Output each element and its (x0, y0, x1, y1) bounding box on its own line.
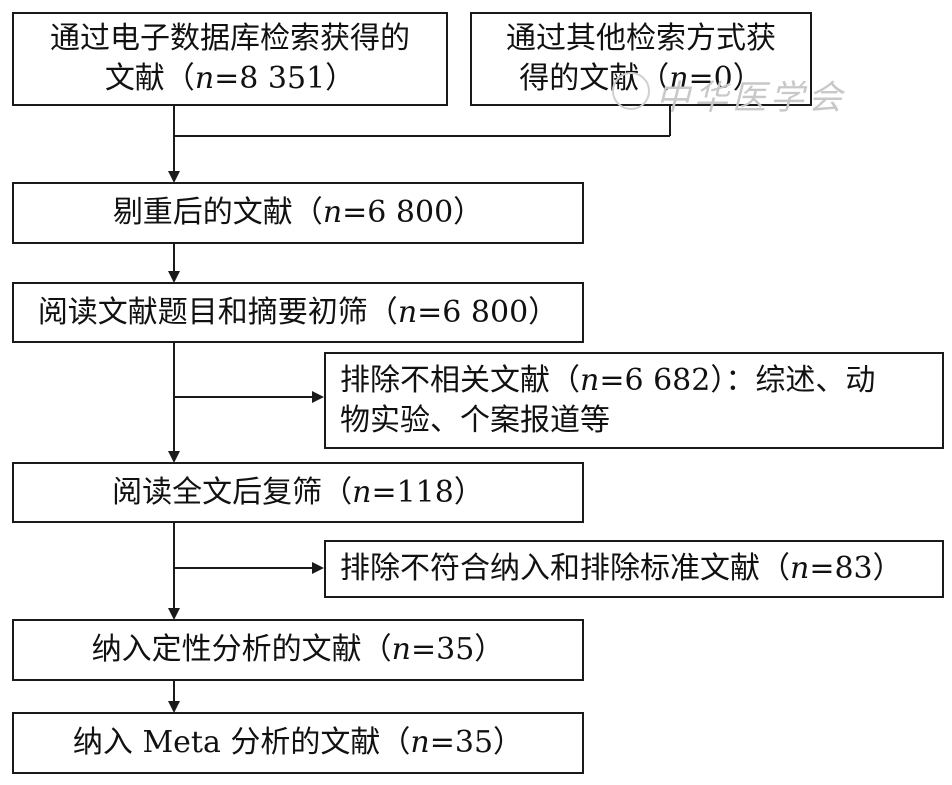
box-qualitative-analysis: 纳入定性分析的文献（n=35） (12, 619, 584, 681)
box-fulltext-screening: 阅读全文后复筛（n=118） (12, 462, 584, 523)
excluded-irrelevant-line1: 排除不相关文献（n=6 682）：综述、动 (340, 362, 876, 398)
dedup-text: 剔重后的文献（n=6 800） (112, 195, 484, 230)
watermark: 中华医学会 (656, 78, 846, 118)
qualitative-text: 纳入定性分析的文献（n=35） (91, 632, 505, 667)
db-search-line2: 文献（n=8 351） (104, 61, 356, 96)
box-database-search: 通过电子数据库检索获得的 文献（n=8 351） (12, 12, 448, 106)
box-title-abstract-screening: 阅读文献题目和摘要初筛（n=6 800） (12, 282, 584, 343)
box-excluded-irrelevant: 排除不相关文献（n=6 682）：综述、动 物实验、个案报道等 (324, 352, 944, 449)
title-abstract-text: 阅读文献题目和摘要初筛（n=6 800） (37, 294, 559, 330)
box-meta-analysis: 纳入 Meta 分析的文献（n=35） (12, 712, 584, 774)
meta-text: 纳入 Meta 分析的文献（n=35） (72, 725, 524, 760)
db-search-line1: 通过电子数据库检索获得的 (50, 21, 410, 56)
excluded-criteria-text: 排除不符合纳入和排除标准文献（n=83） (340, 551, 903, 586)
box-deduplicated: 剔重后的文献（n=6 800） (12, 182, 584, 244)
excluded-irrelevant-line2: 物实验、个案报道等 (340, 402, 610, 438)
watermark-seal-icon (612, 72, 650, 110)
fulltext-text: 阅读全文后复筛（n=118） (112, 474, 484, 510)
box-excluded-criteria: 排除不符合纳入和排除标准文献（n=83） (324, 540, 944, 598)
other-search-line1: 通过其他检索方式获 (506, 21, 776, 56)
